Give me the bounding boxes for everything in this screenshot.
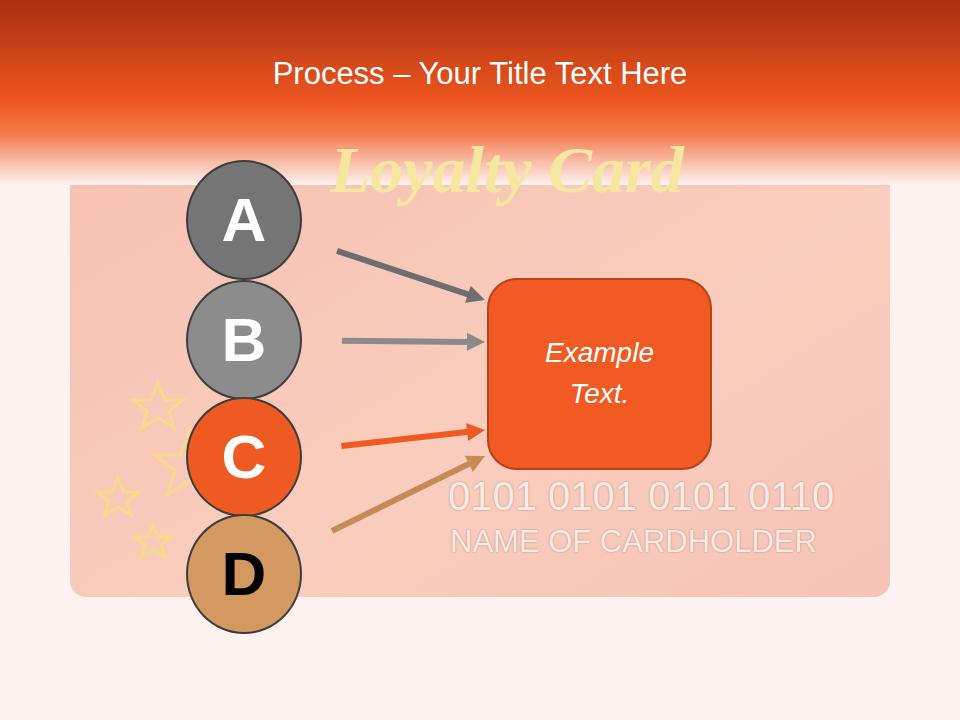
cardholder-name: NAME OF CARDHOLDER (450, 524, 817, 560)
step-letter: A (222, 175, 267, 265)
connector-arrow (337, 251, 472, 296)
step-letter: C (222, 412, 267, 502)
card-number: 0101 0101 0101 0110 (448, 474, 834, 519)
slide-title: Process – Your Title Text Here (0, 56, 960, 92)
card-watermark: Loyalty Card (330, 132, 684, 208)
step-letter: B (222, 295, 267, 385)
arrow-head (466, 423, 485, 441)
connector-arrow (342, 341, 471, 342)
arrow-head (467, 333, 485, 351)
step-circle: B (186, 280, 302, 400)
step-circle: C (186, 397, 302, 517)
connector-arrow (341, 432, 471, 447)
box-text: Example Text. (525, 333, 675, 414)
step-circle: A (186, 160, 302, 280)
step-letter: D (222, 529, 267, 619)
step-circle: D (186, 514, 302, 634)
process-box: Example Text. (487, 278, 712, 470)
arrow-head (465, 286, 485, 303)
arrow-head (465, 456, 485, 472)
